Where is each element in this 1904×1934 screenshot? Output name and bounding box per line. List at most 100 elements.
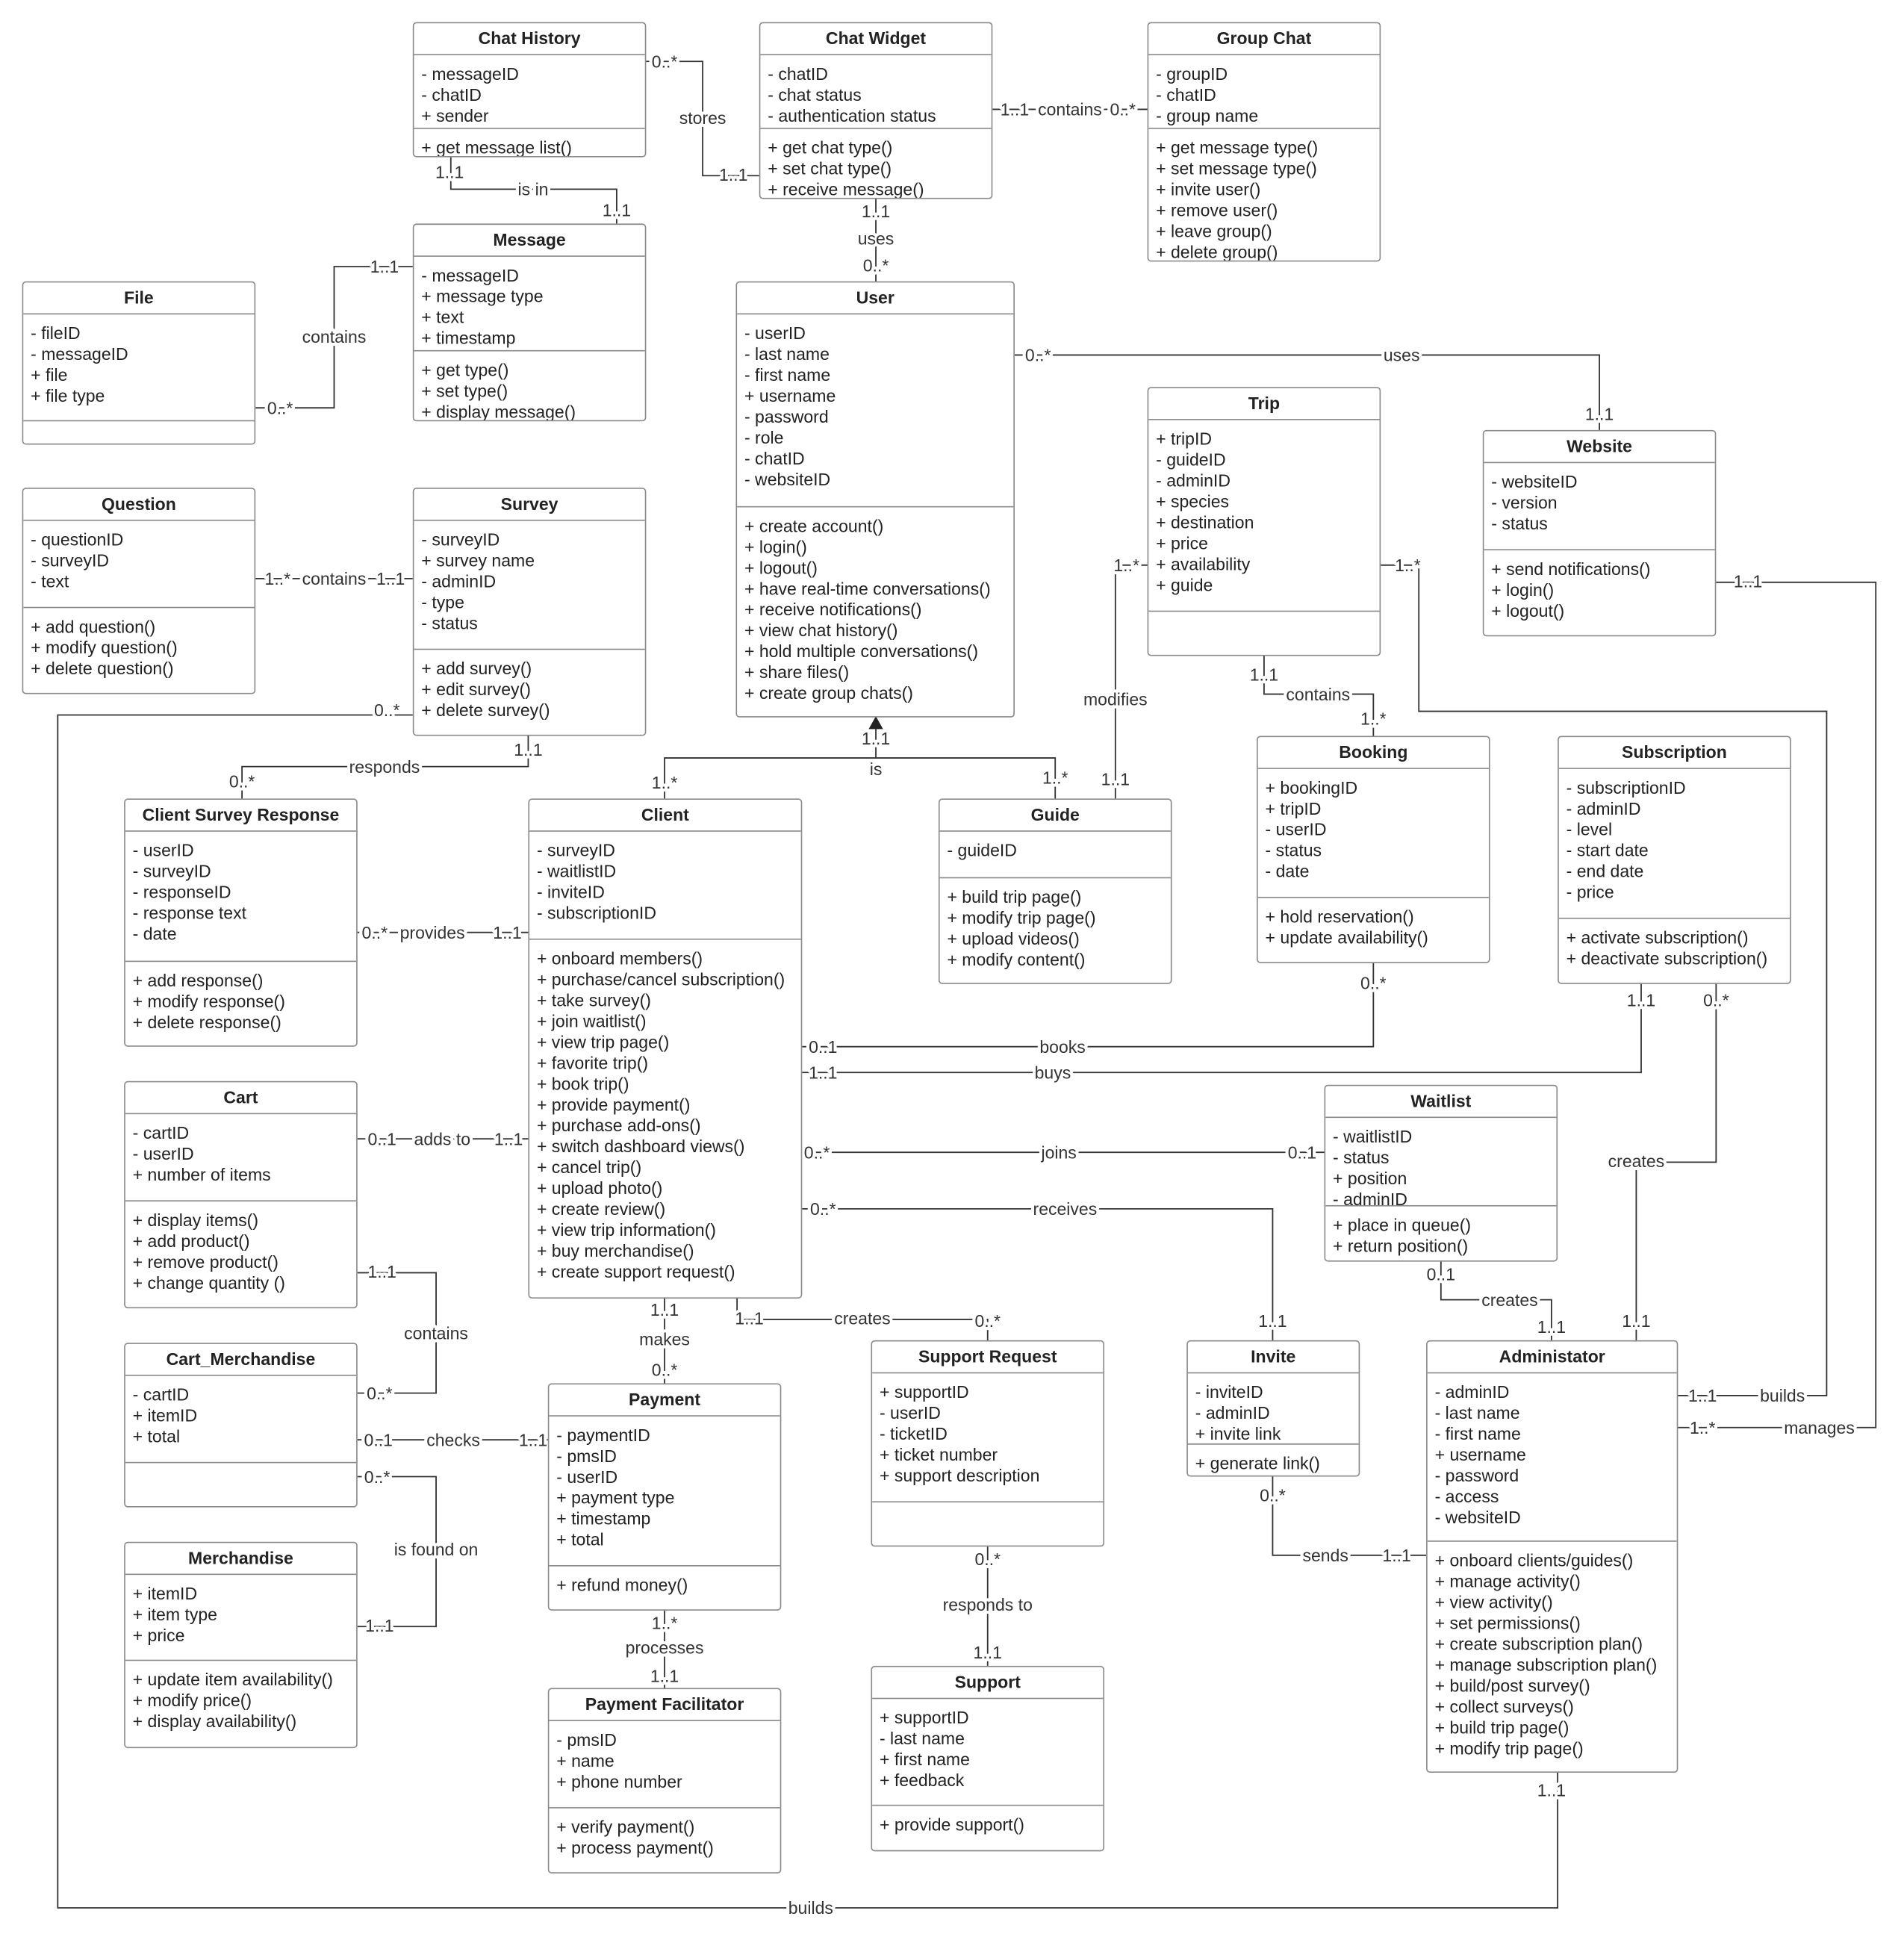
method: + remove user() [1156, 200, 1278, 220]
association-label: contains [302, 327, 367, 346]
method: + add product() [132, 1231, 250, 1251]
attribute: - responseID [132, 882, 231, 902]
attribute: - type [421, 591, 464, 612]
class-group-chat[interactable]: Group Chat- groupID- chatID- group name+… [1147, 22, 1381, 262]
class-file[interactable]: File- fileID- messageID+ file+ file type [22, 281, 256, 445]
attribute-list: - messageID+ message type+ text+ timesta… [414, 257, 645, 352]
attribute: + username [1434, 1444, 1526, 1465]
class-invite[interactable]: Invite- inviteID- adminID+ invite link+ … [1186, 1340, 1360, 1477]
method-list: + display items()+ add product()+ remove… [125, 1201, 356, 1307]
association-label: builds [1760, 1386, 1805, 1405]
method-list: + add question()+ modify question()+ del… [23, 608, 254, 693]
attribute-list: - cartID- userID+ number of items [125, 1114, 357, 1202]
association-label: uses [1384, 346, 1420, 365]
class-cart[interactable]: Cart- cartID- userID+ number of items+ d… [124, 1081, 358, 1309]
class-chat-history[interactable]: Chat History- messageID- chatID+ sender+… [412, 22, 647, 158]
class-website[interactable]: Website- websiteID- version- status+ sen… [1482, 429, 1717, 637]
class-administator[interactable]: Administator- adminID- last name- first … [1426, 1340, 1679, 1773]
class-payment[interactable]: Payment- paymentID- pmsID- userID+ payme… [547, 1383, 782, 1611]
association-label: responds to [943, 1595, 1033, 1614]
method: + place in queue() [1333, 1215, 1472, 1235]
class-survey[interactable]: Survey- surveyID+ survey name- adminID- … [412, 488, 647, 736]
multiplicity-label: 0..* [374, 700, 400, 720]
attribute: + timestamp [421, 328, 516, 348]
class-support[interactable]: Support+ supportID- last name+ first nam… [871, 1665, 1105, 1852]
relationship-user-uses-line [1014, 354, 1600, 430]
relationship-trip-contains-line [1263, 656, 1375, 736]
method: + view trip page() [536, 1031, 670, 1052]
attribute: - userID [879, 1402, 941, 1423]
attribute: + species [1156, 491, 1230, 512]
multiplicity-label: 1..1 [514, 740, 542, 759]
attribute-list: + tripID- guideID- adminID+ species+ des… [1148, 420, 1380, 612]
association-label: stores [679, 108, 727, 128]
multiplicity-label: 0..* [229, 772, 255, 792]
attribute: + invite link [1195, 1423, 1281, 1444]
attribute-list: - guideID [939, 832, 1171, 879]
association-label: uses [858, 228, 895, 248]
class-user[interactable]: User- userID- last name- first name+ use… [735, 281, 1015, 718]
multiplicity-label: 0..* [1703, 990, 1729, 1010]
multiplicity-label: 1..1 [862, 202, 890, 221]
class-client-survey-response[interactable]: Client Survey Response- userID- surveyID… [124, 798, 358, 1047]
class-name: Support [872, 1667, 1104, 1700]
class-name: Survey [414, 489, 645, 521]
relationship-user-is-line [664, 727, 1057, 799]
attribute: + file [31, 364, 68, 385]
class-message[interactable]: Message- messageID+ message type+ text+ … [412, 223, 647, 422]
attribute: - first name [744, 364, 831, 385]
multiplicity-label: 0..1 [367, 1129, 396, 1148]
method: + edit survey() [421, 679, 531, 700]
method-list: + get type()+ set type()+ display messag… [414, 352, 644, 420]
method: + display availability() [132, 1711, 297, 1732]
class-booking[interactable]: Booking+ bookingID+ tripID- userID- stat… [1257, 736, 1490, 963]
method: + send notifications() [1491, 559, 1651, 579]
attribute: - surveyID [31, 550, 110, 570]
method: + modify price() [132, 1690, 252, 1711]
relationship-administator-builds-line [57, 714, 1559, 1909]
attribute: - fileID [31, 323, 81, 343]
class-guide[interactable]: Guide- guideID+ build trip page()+ modif… [938, 798, 1172, 984]
method: + modify content() [947, 949, 1086, 970]
class-support-request[interactable]: Support Request+ supportID- userID- tick… [871, 1340, 1105, 1547]
attribute: - chatID [768, 63, 828, 84]
multiplicity-label: 0..1 [1427, 1264, 1455, 1284]
relationship-chat-history-stores-line [646, 60, 759, 177]
method: + share files() [744, 662, 850, 683]
class-name: Website [1484, 431, 1715, 464]
attribute: - guideID [1156, 450, 1226, 470]
multiplicity-label: 1..* [1042, 768, 1068, 788]
association-label: joins [1040, 1142, 1076, 1162]
multiplicity-label: 1..1 [519, 1430, 547, 1449]
class-payment-facilitator[interactable]: Payment Facilitator- pmsID+ name+ phone … [547, 1688, 782, 1874]
class-name: Client Survey Response [125, 800, 357, 832]
method: + purchase/cancel subscription() [536, 969, 785, 989]
class-question[interactable]: Question- questionID- surveyID- text+ ad… [22, 488, 256, 694]
method-list: + get message list() [414, 129, 644, 156]
method: + upload videos() [947, 928, 1080, 949]
method-list: + hold reservation()+ update availabilit… [1258, 898, 1489, 963]
attribute: + position [1333, 1168, 1407, 1188]
attribute: + item type [132, 1604, 217, 1624]
method: + return position() [1333, 1236, 1469, 1256]
attribute: - authentication status [768, 105, 936, 125]
class-chat-widget[interactable]: Chat Widget- chatID- chat status- authen… [759, 22, 993, 199]
attribute: - access [1434, 1486, 1499, 1507]
class-cart-merchandise[interactable]: Cart_Merchandise- cartID+ itemID+ total [124, 1343, 358, 1508]
method: + manage activity() [1434, 1571, 1581, 1591]
class-subscription[interactable]: Subscription- subscriptionID- adminID- l… [1558, 736, 1791, 984]
attribute: + support description [879, 1465, 1040, 1486]
multiplicity-label: 1..1 [1688, 1386, 1717, 1405]
method: + manage subscription plan() [1434, 1655, 1658, 1675]
multiplicity-label: 1..1 [367, 1262, 396, 1281]
attribute: + payment type [556, 1487, 675, 1508]
method: + provide support() [879, 1814, 1024, 1835]
class-merchandise[interactable]: Merchandise+ itemID+ item type+ price+ u… [124, 1541, 358, 1749]
method: + get chat type() [768, 137, 893, 158]
class-client[interactable]: Client- surveyID- waitlistID- inviteID- … [528, 798, 803, 1299]
class-name: Chat Widget [760, 23, 992, 56]
class-trip[interactable]: Trip+ tripID- guideID- adminID+ species+… [1147, 387, 1381, 656]
class-waitlist[interactable]: Waitlist- waitlistID- status+ position- … [1324, 1084, 1558, 1262]
association-label: adds to [414, 1129, 471, 1148]
method-list [1148, 612, 1379, 655]
